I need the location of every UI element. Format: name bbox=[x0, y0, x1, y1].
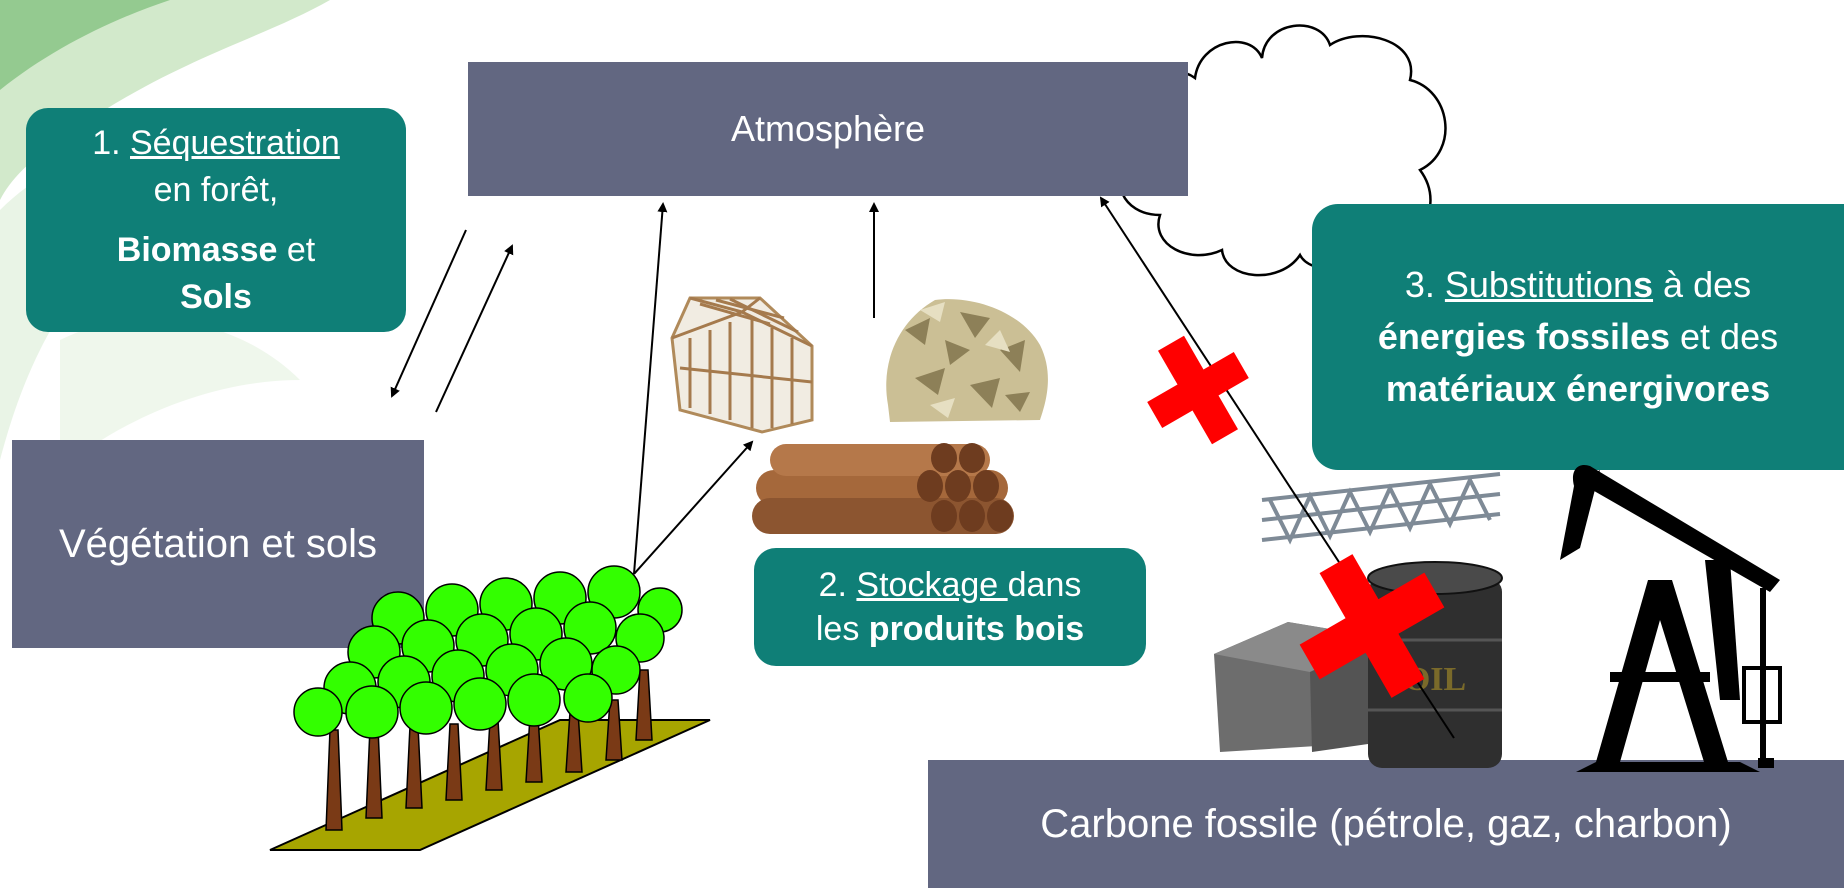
timber-house-frame bbox=[670, 296, 814, 434]
box2-wood-products: produits bois bbox=[868, 610, 1085, 648]
box3-title-s: s bbox=[1633, 263, 1654, 305]
atmosphere-label: Atmosphère bbox=[730, 108, 926, 149]
box1-line2: en forêt, bbox=[153, 170, 279, 209]
fossil-carbon-box: Carbone fossile (pétrole, gaz, charbon) bbox=[928, 760, 1844, 888]
substitution-box: 3. Substitutions à des énergies fossiles… bbox=[1312, 204, 1844, 470]
forest-illustration bbox=[269, 565, 711, 851]
box2-les: les bbox=[815, 610, 869, 648]
logs-stack bbox=[752, 443, 1014, 534]
box1-line1: 1. Séquestration bbox=[92, 122, 340, 165]
box3-line2: énergies fossiles et des bbox=[1378, 311, 1778, 363]
red-cross-upper bbox=[1147, 335, 1249, 445]
box1-number: 1. bbox=[92, 124, 130, 162]
vegetation-box: Végétation et sols bbox=[12, 440, 424, 648]
box3-fossil-energies: énergies fossiles bbox=[1377, 315, 1671, 357]
wood-chips-pile bbox=[886, 299, 1048, 422]
box3-number: 3. bbox=[1404, 263, 1445, 305]
arrow-forest-to-products bbox=[633, 440, 754, 575]
steel-truss bbox=[1261, 472, 1501, 545]
box3-title: Substitutions bbox=[1445, 264, 1653, 305]
box2-line1: 2. Stockage dans bbox=[819, 563, 1082, 607]
box1-line4: Sols bbox=[180, 276, 252, 319]
box3-title-text: Substitution bbox=[1444, 263, 1634, 305]
box1-soils: Sols bbox=[180, 277, 252, 316]
storage-box: 2. Stockage dans les produits bois bbox=[754, 548, 1146, 666]
box1-title: Séquestration bbox=[130, 124, 340, 162]
arrow-forest-to-atmosphere bbox=[633, 202, 668, 575]
fossil-carbon-label: Carbone fossile (pétrole, gaz, charbon) bbox=[1040, 801, 1732, 846]
box3-et-des: et des bbox=[1670, 315, 1779, 357]
box2-line2: les produits bois bbox=[816, 607, 1084, 651]
box1-and: et bbox=[277, 231, 316, 269]
box3-line3: matériaux énergivores bbox=[1386, 363, 1770, 415]
box3-a-des: à des bbox=[1653, 263, 1752, 305]
box3-line1: 3. Substitutions à des bbox=[1405, 259, 1751, 311]
box1-biomass: Biomasse bbox=[116, 231, 278, 269]
box2-number: 2. bbox=[818, 565, 857, 604]
box1-line3: Biomasse et bbox=[117, 229, 315, 272]
oil-pump-jack bbox=[1560, 464, 1782, 772]
box2-dans: dans bbox=[1007, 565, 1082, 604]
red-crosses bbox=[1147, 335, 1445, 698]
arrow-atmosphere-to-vegetation bbox=[390, 229, 467, 398]
red-cross-lower bbox=[1299, 554, 1445, 698]
box2-title: Stockage bbox=[856, 565, 1008, 604]
atmosphere-box: Atmosphère bbox=[468, 62, 1188, 196]
arrow-vegetation-to-atmosphere bbox=[435, 244, 514, 413]
box3-energy-intensive-materials: matériaux énergivores bbox=[1385, 368, 1771, 410]
sequestration-box: 1. Séquestration en forêt, Biomasse et S… bbox=[26, 108, 406, 332]
vegetation-label: Végétation et sols bbox=[59, 521, 377, 566]
